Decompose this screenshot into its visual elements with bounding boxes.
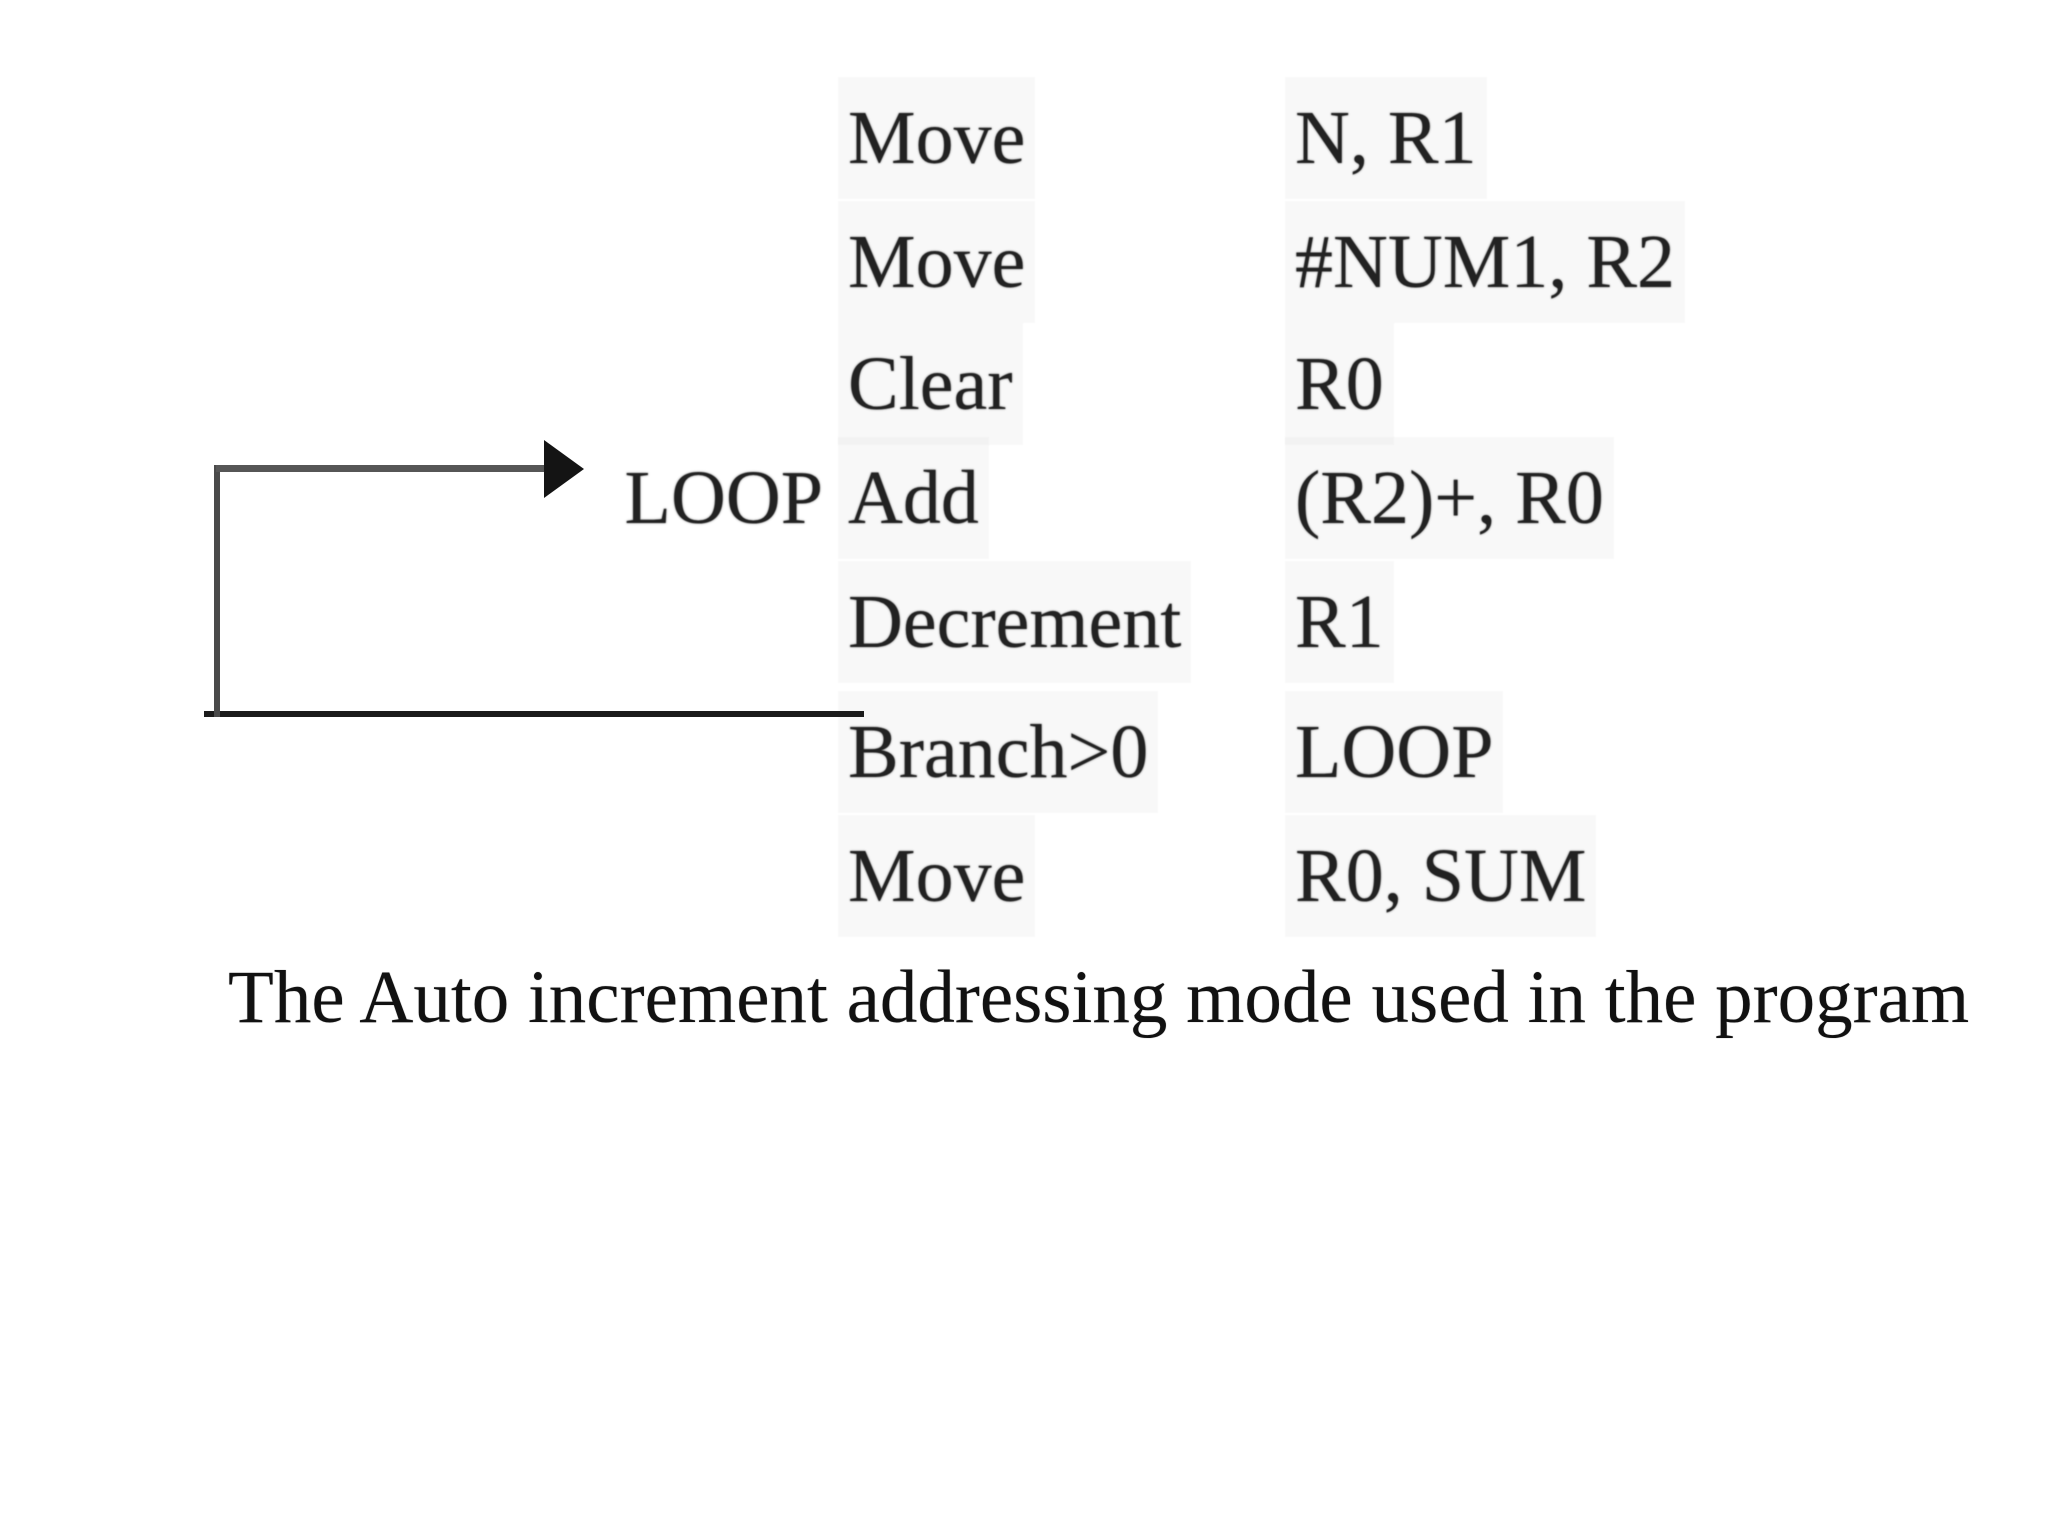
program-row-3: Clear R0	[0, 323, 2048, 445]
loop-label: LOOP	[624, 456, 823, 540]
instruction-operand: #NUM1, R2	[1285, 201, 1685, 323]
instruction-operand: R1	[1285, 561, 1394, 683]
program-row-7: Move R0, SUM	[0, 815, 2048, 937]
instruction-operand: (R2)+, R0	[1285, 437, 1614, 559]
loop-arrow-bottom-line	[204, 711, 864, 717]
program-row-4-loop: LOOP Add (R2)+, R0	[0, 437, 2048, 559]
program-row-5: Decrement R1	[0, 561, 2048, 683]
program-listing: Move N, R1 Move #NUM1, R2 Clear R0 LOOP …	[0, 77, 2048, 937]
program-row-6-branch: Branch>0 LOOP	[0, 691, 2048, 813]
instruction-opcode: Move	[838, 815, 1035, 937]
figure-caption: The Auto increment addressing mode used …	[228, 956, 1970, 1039]
loop-arrow-vertical-line	[214, 465, 220, 717]
instruction-operand: R0	[1285, 323, 1394, 445]
program-row-1: Move N, R1	[0, 77, 2048, 199]
instruction-opcode: Branch>0	[838, 691, 1158, 813]
loop-arrow-top-line	[216, 465, 546, 472]
instruction-operand: R0, SUM	[1285, 815, 1596, 937]
instruction-opcode: Add	[838, 437, 989, 559]
instruction-opcode: Decrement	[838, 561, 1191, 683]
instruction-opcode: Move	[838, 77, 1035, 199]
instruction-opcode: Move	[838, 201, 1035, 323]
instruction-opcode: Clear	[838, 323, 1023, 445]
loop-arrowhead-icon	[544, 440, 584, 498]
program-row-2: Move #NUM1, R2	[0, 201, 2048, 323]
instruction-operand: N, R1	[1285, 77, 1487, 199]
instruction-operand: LOOP	[1285, 691, 1503, 813]
